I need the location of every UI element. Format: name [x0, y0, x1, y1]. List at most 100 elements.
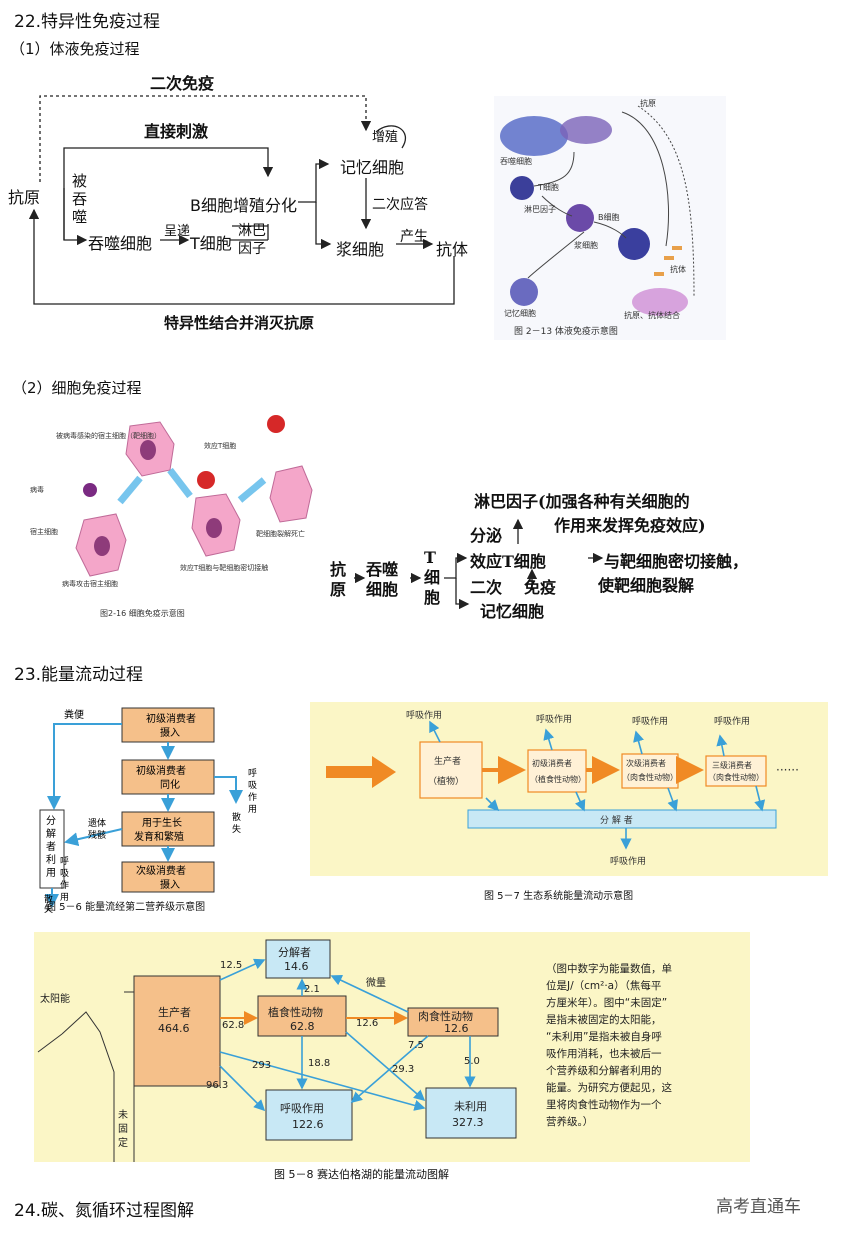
- fig216-label-virus: 病毒: [30, 485, 44, 494]
- fig56-assim-1: 初级消费者: [136, 764, 186, 777]
- fig213-label-tcell: T细胞: [537, 182, 559, 192]
- fig58-carnivore-val: 12.6: [444, 1022, 469, 1035]
- fig213-caption: 图 2－13 体液免疫示意图: [514, 325, 618, 337]
- fig56-assim-2: 同化: [160, 778, 180, 791]
- fig56-resp-left-2: 吸: [60, 868, 69, 879]
- label-specific-binding: 特异性结合并消灭抗原: [164, 314, 315, 332]
- fig56-intake-2: 摄入: [160, 726, 180, 739]
- section-23-title: 23.能量流动过程: [14, 665, 144, 685]
- fig58-sun: 太阳能: [40, 992, 70, 1005]
- fig58-note-5: “未利用”是指未被自身呼: [546, 1030, 662, 1043]
- fig56-loss-2: 失: [232, 823, 241, 835]
- fig58-producer: 生产者: [158, 1005, 191, 1019]
- fig56-resp-right-2: 吸: [248, 780, 257, 791]
- fig56-resp-right-1: 呼: [248, 768, 257, 779]
- fig58-herbivore-val: 62.8: [290, 1020, 315, 1033]
- fig57-decomposer: 分 解 者: [600, 814, 633, 826]
- fig213-label-lymphokine: 淋巴因子: [524, 204, 556, 214]
- cellular-phagocyte: 吞噬细胞: [366, 560, 399, 599]
- fig57-producer-sub: （植物）: [428, 775, 464, 787]
- fig56-resp-left-4: 用: [60, 892, 69, 903]
- cellular-secrete: 分泌: [470, 526, 503, 545]
- fig58-n126: 12.6: [356, 1018, 378, 1029]
- label-lymphokine: 淋巴因子: [238, 223, 266, 257]
- node-b-cell: B细胞增殖分化: [190, 196, 297, 215]
- fig58-n75: 7.5: [408, 1040, 424, 1051]
- fig58-unused: 未利用: [454, 1100, 487, 1113]
- fig58-decomposer-val: 14.6: [284, 960, 309, 973]
- fig58-n293b: 29.3: [392, 1064, 414, 1075]
- fig58-herbivore: 植食性动物: [268, 1005, 323, 1019]
- cellular-antigen: 抗原: [330, 560, 347, 599]
- fig216-label-attack: 病毒攻击宿主细胞: [62, 579, 118, 588]
- fig58-note-8: 能量。为研究方便起见，这: [546, 1081, 672, 1094]
- fig216-caption: 图2-16 细胞免疫示意图: [100, 608, 185, 618]
- fig216-label-host: 宿主细胞: [30, 527, 58, 536]
- fig56-loss2-2: 失: [44, 903, 53, 914]
- fig58-note-1: （图中数字为能量数值，单: [546, 962, 672, 975]
- label-produce: 产生: [400, 229, 428, 245]
- cellular-contact: 与靶细胞密切接触，: [604, 552, 749, 571]
- watermark: 高考直通车: [716, 1197, 801, 1217]
- fig58-unfixed-1: 未: [118, 1109, 128, 1121]
- fig56-decomp-1: 分: [46, 815, 56, 827]
- fig58-unused-val: 327.3: [452, 1116, 484, 1129]
- fig58-n125: 12.5: [220, 960, 242, 971]
- fig58-unfixed-3: 定: [118, 1136, 128, 1149]
- fig57-resp-2: 呼吸作用: [536, 713, 572, 725]
- figure-2-13-illustration: 抗原 吞噬细胞 T细胞 淋巴因子 B细胞 浆细胞 抗体 记忆细胞 抗原、抗体结合…: [494, 96, 726, 340]
- fig58-caption: 图 5－8 赛达伯格湖的能量流动图解: [274, 1168, 449, 1181]
- fig216-label-target: 被病毒感染的宿主细胞（靶细胞）: [56, 431, 161, 440]
- figure-5-8-diagram: 太阳能 未 固 定 生产者 464.6 分解者 14.6 植食性动物 62.8 …: [37, 939, 672, 1162]
- fig58-n628: 62.8: [222, 1020, 244, 1031]
- fig213-label-antibody: 抗体: [670, 264, 686, 274]
- cellular-lymphokine: 淋巴因子(加强各种有关细胞的: [474, 492, 690, 511]
- fig56-decomp-5: 用: [46, 868, 56, 879]
- fig58-note-2: 位是J/（cm²·a）（焦每平: [546, 979, 661, 992]
- fig56-next-1: 次级消费者: [136, 864, 186, 877]
- section-22-title: 22.特异性免疫过程: [14, 12, 161, 32]
- fig56-feces: 粪便: [64, 708, 84, 721]
- fig56-resp-left-1: 呼: [60, 856, 69, 867]
- fig57-resp-4: 呼吸作用: [714, 715, 750, 727]
- cellular-effector-tcell: 效应T细胞: [470, 552, 546, 571]
- node-phagocyte: 吞噬细胞: [88, 234, 153, 253]
- figure-5-6-diagram: 初级消费者 摄入 初级消费者 同化 用于生长 发育和繁殖 次级消费者 摄入 粪便…: [39, 707, 257, 914]
- fig56-loss2-1: 散: [44, 893, 53, 905]
- cellular-memory: 记忆细胞: [480, 602, 545, 621]
- fig56-remains-1: 遗体: [88, 817, 106, 829]
- fig56-resp-right-4: 用: [248, 804, 257, 815]
- fig213-label-plasma: 浆细胞: [574, 240, 598, 250]
- fig213-label-phagocyte: 吞噬细胞: [500, 156, 532, 166]
- fig57-dots: ······: [776, 763, 799, 777]
- humoral-subtitle: （1）体液免疫过程: [10, 40, 140, 58]
- label-secondary-immunity: 二次免疫: [150, 74, 215, 93]
- fig216-label-contact: 效应T细胞与靶细胞密切接触: [180, 563, 268, 572]
- fig58-note-9: 里将肉食性动物作为一个: [546, 1098, 662, 1111]
- fig57-resp-5: 呼吸作用: [610, 855, 646, 867]
- node-t-cell: T细胞: [190, 234, 232, 253]
- fig57-primary: 初级消费者: [532, 758, 572, 768]
- fig56-decomp-4: 利: [46, 854, 56, 866]
- figure-5-7-diagram: 呼吸作用 呼吸作用 呼吸作用 呼吸作用 呼吸作用 生产者 （植物） 初级消费者 …: [326, 709, 799, 867]
- label-present: 呈递: [164, 224, 191, 239]
- fig216-label-effector: 效应T细胞: [204, 441, 236, 450]
- fig57-resp-1: 呼吸作用: [406, 709, 442, 721]
- fig213-label-binding: 抗原、抗体结合: [624, 310, 680, 320]
- fig58-unfixed-2: 固: [118, 1123, 128, 1135]
- node-memory-cell: 记忆细胞: [340, 158, 405, 177]
- fig57-resp-3: 呼吸作用: [632, 715, 668, 727]
- fig56-growth-2: 发育和繁殖: [134, 830, 184, 843]
- fig58-trace: 微量: [366, 976, 386, 989]
- fig57-secondary: 次级消费者: [626, 758, 666, 768]
- fig56-loss-1: 散: [232, 811, 241, 823]
- fig58-note-7: 个营养级和分解者利用的: [546, 1064, 662, 1077]
- fig56-next-2: 摄入: [160, 878, 180, 891]
- cellular-immunity-diagram: [354, 518, 604, 610]
- figure-2-16-illustration: 被病毒感染的宿主细胞（靶细胞） 病毒 宿主细胞 病毒攻击宿主细胞 效应T细胞 效…: [30, 415, 313, 618]
- fig56-growth-1: 用于生长: [142, 816, 182, 829]
- label-direct-stimulation: 直接刺激: [144, 122, 209, 141]
- fig58-decomposer: 分解者: [278, 945, 311, 959]
- fig56-remains-2: 残骸: [88, 829, 106, 841]
